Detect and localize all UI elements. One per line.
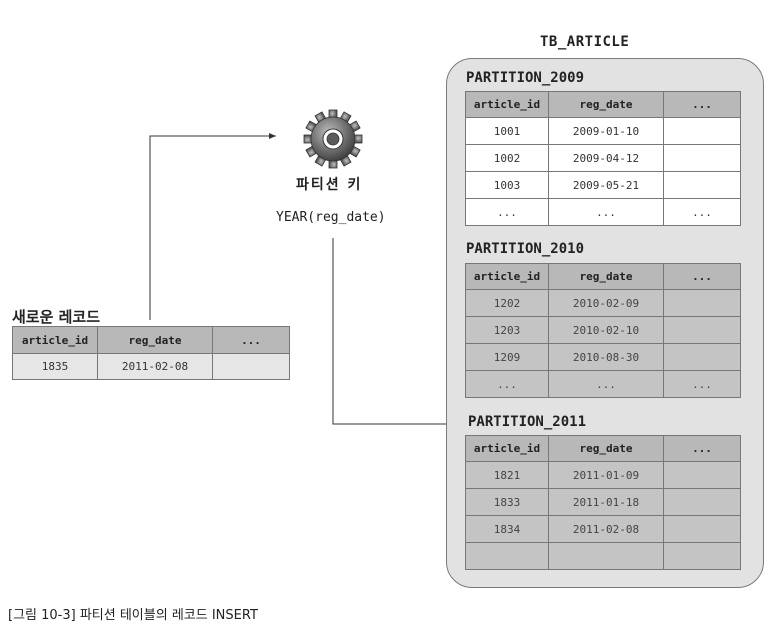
cell-article-id: 1833 <box>465 488 549 516</box>
table-row: 1203 2010-02-10 <box>465 316 741 344</box>
cell-extra <box>663 117 741 145</box>
gear-icon <box>302 108 364 174</box>
table-row: 1002 2009-04-12 <box>465 144 741 172</box>
cell-extra <box>663 461 741 489</box>
cell-article-id: 1202 <box>465 289 549 317</box>
column-header: ... <box>663 435 741 462</box>
table-row: 1001 2009-01-10 <box>465 117 741 145</box>
cell-reg-date: 2011-02-08 <box>97 353 213 380</box>
partition-key-label: 파티션 키 <box>296 177 363 193</box>
new-record-table: article_id reg_date ... 1835 2011-02-08 <box>12 326 290 380</box>
cell-reg-date <box>548 542 664 570</box>
column-header: ... <box>663 263 741 290</box>
cell-article-id: 1001 <box>465 117 549 145</box>
cell-extra <box>663 542 741 570</box>
cell-extra <box>663 144 741 172</box>
cell-extra <box>663 316 741 344</box>
column-header: reg_date <box>548 263 664 290</box>
cell-extra <box>212 353 290 380</box>
cell-extra <box>663 515 741 543</box>
column-header: article_id <box>465 435 549 462</box>
table-row: 1003 2009-05-21 <box>465 171 741 199</box>
cell-extra: ... <box>663 198 741 226</box>
cell-reg-date: 2011-02-08 <box>548 515 664 543</box>
cell-article-id <box>465 542 549 570</box>
column-header: reg_date <box>548 435 664 462</box>
cell-reg-date: 2009-01-10 <box>548 117 664 145</box>
cell-article-id: 1209 <box>465 343 549 371</box>
cell-reg-date: ... <box>548 370 664 398</box>
partition-title-2011: PARTITION_2011 <box>468 414 587 430</box>
cell-article-id: 1003 <box>465 171 549 199</box>
cell-extra <box>663 343 741 371</box>
cell-reg-date: 2010-08-30 <box>548 343 664 371</box>
table-row: ... ... ... <box>465 370 741 398</box>
partition-key-expression: YEAR(reg_date) <box>276 210 386 225</box>
column-header: article_id <box>465 91 549 118</box>
column-header: article_id <box>12 326 98 354</box>
partition-table-2011: article_id reg_date ... 1821 2011-01-09 … <box>465 435 741 570</box>
partition-table-2009: article_id reg_date ... 1001 2009-01-10 … <box>465 91 741 226</box>
table-row: 1834 2011-02-08 <box>465 515 741 543</box>
cell-reg-date: 2011-01-09 <box>548 461 664 489</box>
cell-extra <box>663 488 741 516</box>
cell-article-id: ... <box>465 370 549 398</box>
partition-title-2010: PARTITION_2010 <box>466 241 585 257</box>
partition-table-2010: article_id reg_date ... 1202 2010-02-09 … <box>465 263 741 398</box>
table-title: TB_ARTICLE <box>540 34 630 50</box>
partition-title-2009: PARTITION_2009 <box>466 70 585 86</box>
arrow-record-to-key <box>149 133 276 320</box>
cell-reg-date: 2011-01-18 <box>548 488 664 516</box>
new-record-label: 새로운 레코드 <box>12 308 101 326</box>
cell-article-id: ... <box>465 198 549 226</box>
table-row: 1835 2011-02-08 <box>12 353 290 380</box>
column-header: ... <box>663 91 741 118</box>
cell-article-id: 1821 <box>465 461 549 489</box>
table-row: 1209 2010-08-30 <box>465 343 741 371</box>
table-row: 1202 2010-02-09 <box>465 289 741 317</box>
figure-caption: [그림 10-3] 파티션 테이블의 레코드 INSERT <box>8 608 258 623</box>
table-row: 1821 2011-01-09 <box>465 461 741 489</box>
column-header: reg_date <box>548 91 664 118</box>
cell-reg-date: 2009-04-12 <box>548 144 664 172</box>
table-row <box>465 542 741 570</box>
cell-reg-date: 2009-05-21 <box>548 171 664 199</box>
arrow-key-to-partition <box>332 238 462 427</box>
cell-extra <box>663 171 741 199</box>
column-header: reg_date <box>97 326 213 354</box>
table-row: ... ... ... <box>465 198 741 226</box>
cell-reg-date: 2010-02-09 <box>548 289 664 317</box>
cell-article-id: 1203 <box>465 316 549 344</box>
cell-article-id: 1002 <box>465 144 549 172</box>
cell-reg-date: ... <box>548 198 664 226</box>
table-row: 1833 2011-01-18 <box>465 488 741 516</box>
column-header: ... <box>212 326 290 354</box>
cell-article-id: 1834 <box>465 515 549 543</box>
cell-article-id: 1835 <box>12 353 98 380</box>
cell-extra <box>663 289 741 317</box>
cell-extra: ... <box>663 370 741 398</box>
column-header: article_id <box>465 263 549 290</box>
cell-reg-date: 2010-02-10 <box>548 316 664 344</box>
